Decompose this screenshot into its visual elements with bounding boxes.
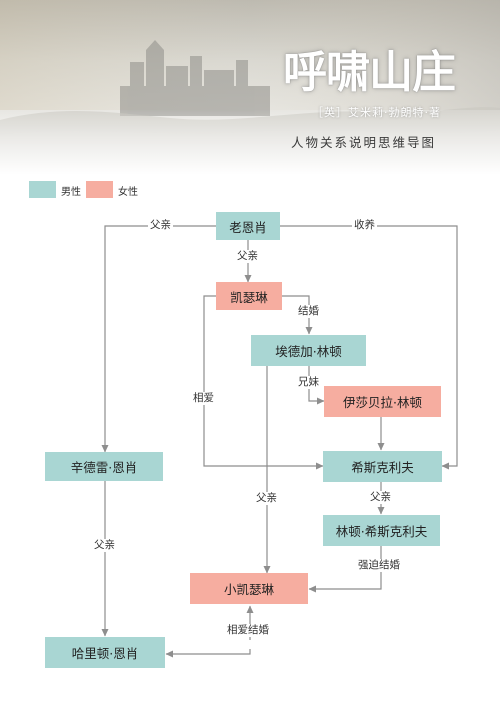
legend-female-label: 女性 (118, 187, 138, 198)
edge-label-love: 相爱 (191, 392, 216, 405)
node-old-earnshaw[interactable]: 老恩肖 (216, 212, 280, 240)
edge-earnshaw-hindley (101, 225, 216, 453)
node-young-catherine[interactable]: 小凯瑟琳 (190, 573, 308, 604)
node-heathcliff[interactable]: 希斯克利夫 (323, 451, 442, 482)
header-landscape-image (0, 0, 500, 175)
edge-catherine-heathcliff (203, 295, 324, 470)
edge-catherine-edgar (282, 295, 313, 335)
edge-label-siblings: 兄妹 (296, 376, 321, 389)
edge-label-father-cathy: 父亲 (254, 492, 279, 505)
diagram-subtitle: 人物关系说明思维导图 (291, 135, 437, 150)
edge-label-father-linton: 父亲 (368, 491, 393, 504)
edge-label-married: 结婚 (296, 305, 321, 318)
node-hindley-earnshaw[interactable]: 辛德雷·恩肖 (45, 452, 163, 481)
legend-male-swatch (29, 181, 56, 198)
book-author: ［英］艾米莉·勃朗特·著 (312, 106, 441, 119)
node-isabella-linton[interactable]: 伊莎贝拉·林顿 (324, 386, 441, 417)
book-title: 呼啸山庄 (283, 47, 456, 98)
edge-label-father-hareton: 父亲 (92, 539, 117, 552)
edge-label-love-marriage: 相爱结婚 (225, 624, 271, 637)
edge-hareton-cathy (165, 649, 251, 658)
node-hareton-earnshaw[interactable]: 哈里顿·恩肖 (45, 637, 165, 668)
legend-female-swatch (86, 181, 113, 198)
node-linton-heathcliff[interactable]: 林顿·希斯克利夫 (323, 515, 440, 546)
node-edgar-linton[interactable]: 埃德加·林顿 (251, 335, 366, 366)
edge-label-forced-marriage: 强迫结婚 (356, 559, 402, 572)
edge-label-father-catherine: 父亲 (235, 250, 260, 263)
legend-male-label: 男性 (61, 187, 81, 198)
node-catherine[interactable]: 凯瑟琳 (216, 282, 282, 310)
edge-label-father-hindley-top: 父亲 (148, 219, 173, 232)
edge-label-adopt: 收养 (352, 219, 377, 232)
